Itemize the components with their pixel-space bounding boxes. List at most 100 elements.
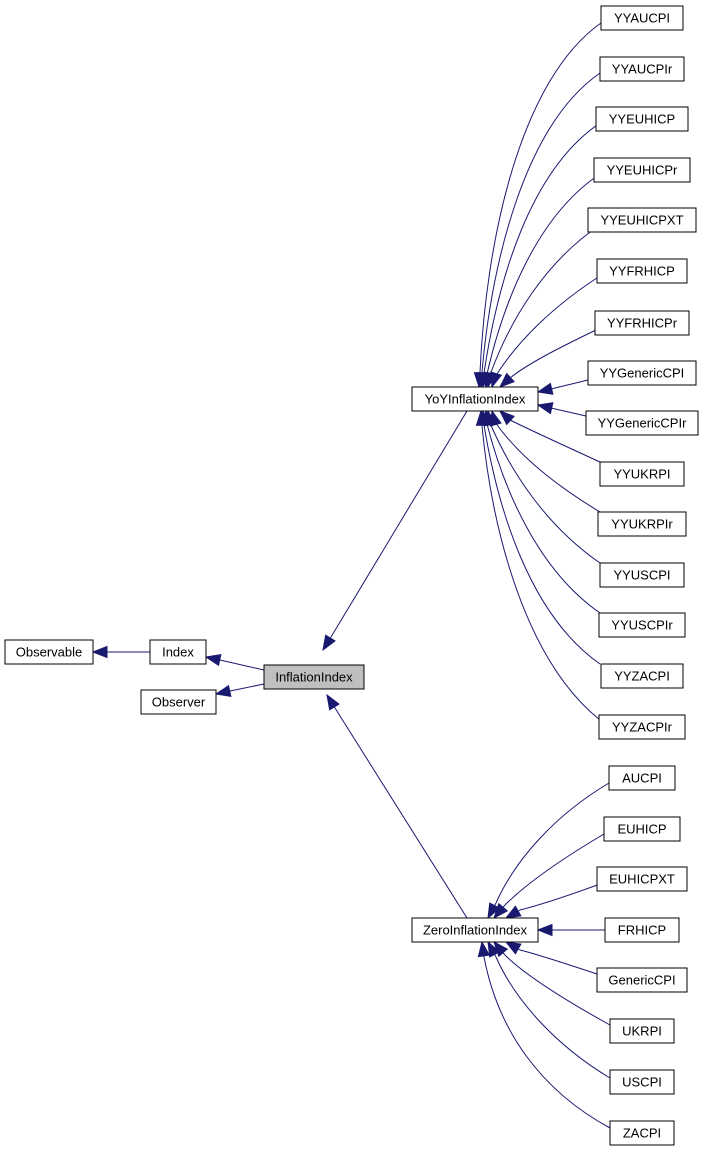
node-label: GenericCPI [608, 973, 675, 988]
edge-line [504, 833, 605, 906]
node-yoy-inflation-index[interactable]: YoYInflationIndex [411, 386, 539, 412]
edge-line [483, 122, 601, 374]
arrowhead [493, 902, 509, 920]
edge-line [509, 419, 601, 463]
arrowhead [326, 693, 340, 711]
node-yyaucpi[interactable]: YYAUCPI [600, 5, 684, 31]
edge-line [550, 407, 587, 417]
arrowhead [487, 902, 501, 920]
node-euhicpxt[interactable]: EUHICPXT [596, 866, 688, 892]
node-label: USCPI [622, 1075, 662, 1090]
node-yyukrpir[interactable]: YYUKRPIr [597, 511, 687, 537]
node-observer[interactable]: Observer [140, 689, 217, 715]
node-yyeuhicpr[interactable]: YYEUHICPr [593, 157, 691, 183]
node-label: YYUKRPIr [611, 517, 673, 532]
node-euhicp[interactable]: EUHICP [603, 816, 681, 842]
arrowhead [536, 923, 553, 937]
node-genericcpi[interactable]: GenericCPI [596, 967, 688, 993]
edge-euhicp-to-zero-inflation-index [493, 833, 605, 920]
node-observable[interactable]: Observable [4, 639, 94, 665]
node-label: InflationIndex [275, 670, 353, 685]
edge-yyzacpi-to-yoy-inflation-index [477, 409, 601, 665]
node-frhicp[interactable]: FRHICP [604, 917, 680, 943]
edge-line [483, 956, 611, 1129]
edge-yygenericcpi-to-yoy-inflation-index [536, 379, 589, 395]
node-label: YoYInflationIndex [425, 392, 526, 407]
arrowhead [475, 409, 489, 426]
edge-connector [502, 952, 506, 956]
edge-connector [502, 904, 506, 908]
node-label: YYFRHICPr [607, 316, 678, 331]
node-label: UKRPI [622, 1024, 662, 1039]
node-inflation-index[interactable]: InflationIndex [263, 664, 365, 690]
node-zacpi[interactable]: ZACPI [609, 1120, 675, 1146]
node-yyzacpir[interactable]: YYZACPIr [598, 714, 686, 740]
node-label: YYZACPI [614, 669, 670, 684]
edge-genericcpi-to-zero-inflation-index [504, 941, 601, 976]
edge-line [519, 949, 601, 976]
edge-uscpi-to-zero-inflation-index [487, 940, 611, 1079]
node-label: YYUKRPI [613, 467, 670, 482]
node-label: YYGenericCPI [600, 366, 685, 381]
node-yygenericcpir[interactable]: YYGenericCPIr [585, 410, 699, 436]
edge-yyzacpir-to-yoy-inflation-index [475, 409, 601, 721]
node-label: YYEUHICP [609, 112, 675, 127]
node-yyeuhicpxt[interactable]: YYEUHICPXT [587, 207, 697, 233]
node-yyaucpir[interactable]: YYAUCPIr [599, 56, 685, 82]
edge-yoy-inflation-index-to-inflation-index [322, 410, 468, 652]
node-yyzacpi[interactable]: YYZACPI [600, 663, 684, 689]
arrowhead [91, 645, 108, 659]
edge-line [489, 224, 601, 376]
arrowhead [504, 905, 522, 919]
edge-line [495, 956, 611, 1079]
arrowhead [214, 684, 232, 698]
node-label: EUHICP [617, 822, 666, 837]
arrowhead [536, 402, 554, 415]
edge-frhicp-to-zero-inflation-index [536, 923, 605, 937]
node-yyeuhicp[interactable]: YYEUHICP [595, 106, 689, 132]
node-label: FRHICP [618, 923, 666, 938]
node-yyfrhicpr[interactable]: YYFRHICPr [594, 310, 690, 336]
edge-line [494, 275, 601, 378]
node-aucpi[interactable]: AUCPI [608, 765, 676, 791]
edge-line [483, 424, 601, 665]
edge-line [550, 379, 589, 390]
node-yyfrhicp[interactable]: YYFRHICP [596, 258, 688, 284]
node-label: YYAUCPI [614, 11, 670, 26]
edge-line [229, 683, 265, 692]
node-index[interactable]: Index [149, 639, 207, 665]
edge-yyaucpir-to-yoy-inflation-index [475, 72, 601, 389]
node-yygenericcpi[interactable]: YYGenericCPI [587, 360, 697, 386]
node-label: AUCPI [622, 771, 662, 786]
node-label: YYUSCPI [613, 568, 670, 583]
node-uscpi[interactable]: USCPI [609, 1069, 675, 1095]
edge-line [330, 410, 468, 638]
edge-yyuscpi-to-yoy-inflation-index [484, 409, 601, 564]
node-label: YYAUCPIr [612, 62, 673, 77]
node-yyukrpi[interactable]: YYUKRPI [599, 461, 685, 487]
edge-line [494, 421, 601, 513]
nodes-layer: Observable Index Observer InflationIndex… [4, 5, 699, 1146]
edge-yyukrpir-to-yoy-inflation-index [489, 409, 601, 513]
node-label: Index [162, 645, 194, 660]
node-yyuscpir[interactable]: YYUSCPIr [598, 612, 686, 638]
edge-line [504, 954, 611, 1026]
node-label: Observable [16, 645, 82, 660]
edge-line [519, 883, 601, 911]
node-ukrpi[interactable]: UKRPI [609, 1018, 675, 1044]
edges-layer [91, 22, 611, 1129]
node-label: ZeroInflationIndex [423, 923, 528, 938]
node-yyuscpi[interactable]: YYUSCPI [599, 562, 685, 588]
arrowhead [504, 941, 522, 955]
edge-yyuscpir-to-yoy-inflation-index [480, 409, 601, 614]
node-label: YYUSCPIr [611, 618, 673, 633]
edge-yyfrhicpr-to-yoy-inflation-index [498, 327, 601, 388]
edge-line [219, 659, 265, 671]
edge-yygenericcpir-to-yoy-inflation-index [536, 402, 587, 417]
arrowhead [487, 940, 501, 958]
edge-yyeuhicp-to-yoy-inflation-index [477, 122, 601, 389]
arrowhead [498, 372, 515, 388]
node-label: ZACPI [623, 1126, 661, 1141]
node-zero-inflation-index[interactable]: ZeroInflationIndex [411, 917, 539, 943]
